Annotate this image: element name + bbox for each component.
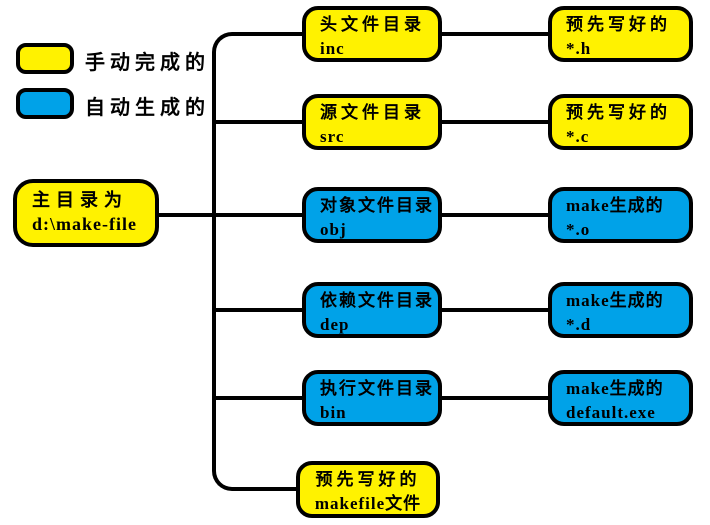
connector-src-to-c xyxy=(440,120,550,124)
node-file-exe: make生成的 default.exe xyxy=(548,370,693,426)
node-dir-inc: 头文件目录 inc xyxy=(302,6,442,62)
connector-branch-src xyxy=(212,120,304,124)
node-file-o: make生成的 *.o xyxy=(548,187,693,243)
connector-branch-bin xyxy=(212,396,304,400)
legend-label-manual: 手动完成的 xyxy=(85,52,210,74)
node-file-o-line1: make生成的 xyxy=(566,196,664,215)
connector-bin-to-exe xyxy=(440,396,550,400)
node-dir-obj: 对象文件目录 obj xyxy=(302,187,442,243)
node-file-h-line1: 预先写好的 xyxy=(566,15,671,34)
node-file-h-line2: *.h xyxy=(566,39,592,58)
node-file-d-line1: make生成的 xyxy=(566,291,664,310)
node-file-d-line2: *.d xyxy=(566,315,592,334)
node-dir-src-line1: 源文件目录 xyxy=(320,103,425,122)
legend-label-auto: 自动生成的 xyxy=(85,97,210,119)
connector-branch-dep xyxy=(212,308,304,312)
connector-inc-to-h xyxy=(440,32,550,36)
connector-dep-to-d xyxy=(440,308,550,312)
connector-elbow-bottom xyxy=(212,448,298,491)
node-file-exe-line1: make生成的 xyxy=(566,379,664,398)
node-makefile: 预先写好的 makefile文件 xyxy=(296,461,440,518)
node-root-line2: d:\make-file xyxy=(32,214,137,234)
node-file-o-line2: *.o xyxy=(566,220,591,239)
connector-trunk xyxy=(212,58,216,462)
node-dir-dep-line2: dep xyxy=(320,315,350,334)
node-dir-src-line2: src xyxy=(320,127,345,146)
node-dir-bin-line1: 执行文件目录 xyxy=(320,379,434,398)
node-makefile-line1: 预先写好的 xyxy=(315,470,421,489)
node-dir-inc-line2: inc xyxy=(320,39,345,58)
node-root-line1: 主目录为 xyxy=(32,190,128,210)
node-dir-src: 源文件目录 src xyxy=(302,94,442,150)
connector-elbow-top xyxy=(212,32,303,74)
node-file-c-line1: 预先写好的 xyxy=(566,103,671,122)
node-dir-obj-line2: obj xyxy=(320,220,347,239)
node-makefile-line2: makefile文件 xyxy=(314,494,422,513)
node-root-directory: 主目录为 d:\make-file xyxy=(13,179,159,247)
node-dir-bin-line2: bin xyxy=(320,403,347,422)
node-dir-dep: 依赖文件目录 dep xyxy=(302,282,442,338)
node-file-c: 预先写好的 *.c xyxy=(548,94,693,150)
connector-root-to-trunk xyxy=(156,213,304,217)
node-dir-bin: 执行文件目录 bin xyxy=(302,370,442,426)
node-file-exe-line2: default.exe xyxy=(566,403,656,422)
node-file-c-line2: *.c xyxy=(566,127,590,146)
connector-obj-to-o xyxy=(440,213,550,217)
legend-swatch-manual xyxy=(16,43,74,74)
legend-swatch-auto xyxy=(16,88,74,119)
node-dir-inc-line1: 头文件目录 xyxy=(320,15,425,34)
node-file-h: 预先写好的 *.h xyxy=(548,6,693,62)
node-dir-obj-line1: 对象文件目录 xyxy=(320,196,434,215)
node-file-d: make生成的 *.d xyxy=(548,282,693,338)
node-dir-dep-line1: 依赖文件目录 xyxy=(320,291,434,310)
